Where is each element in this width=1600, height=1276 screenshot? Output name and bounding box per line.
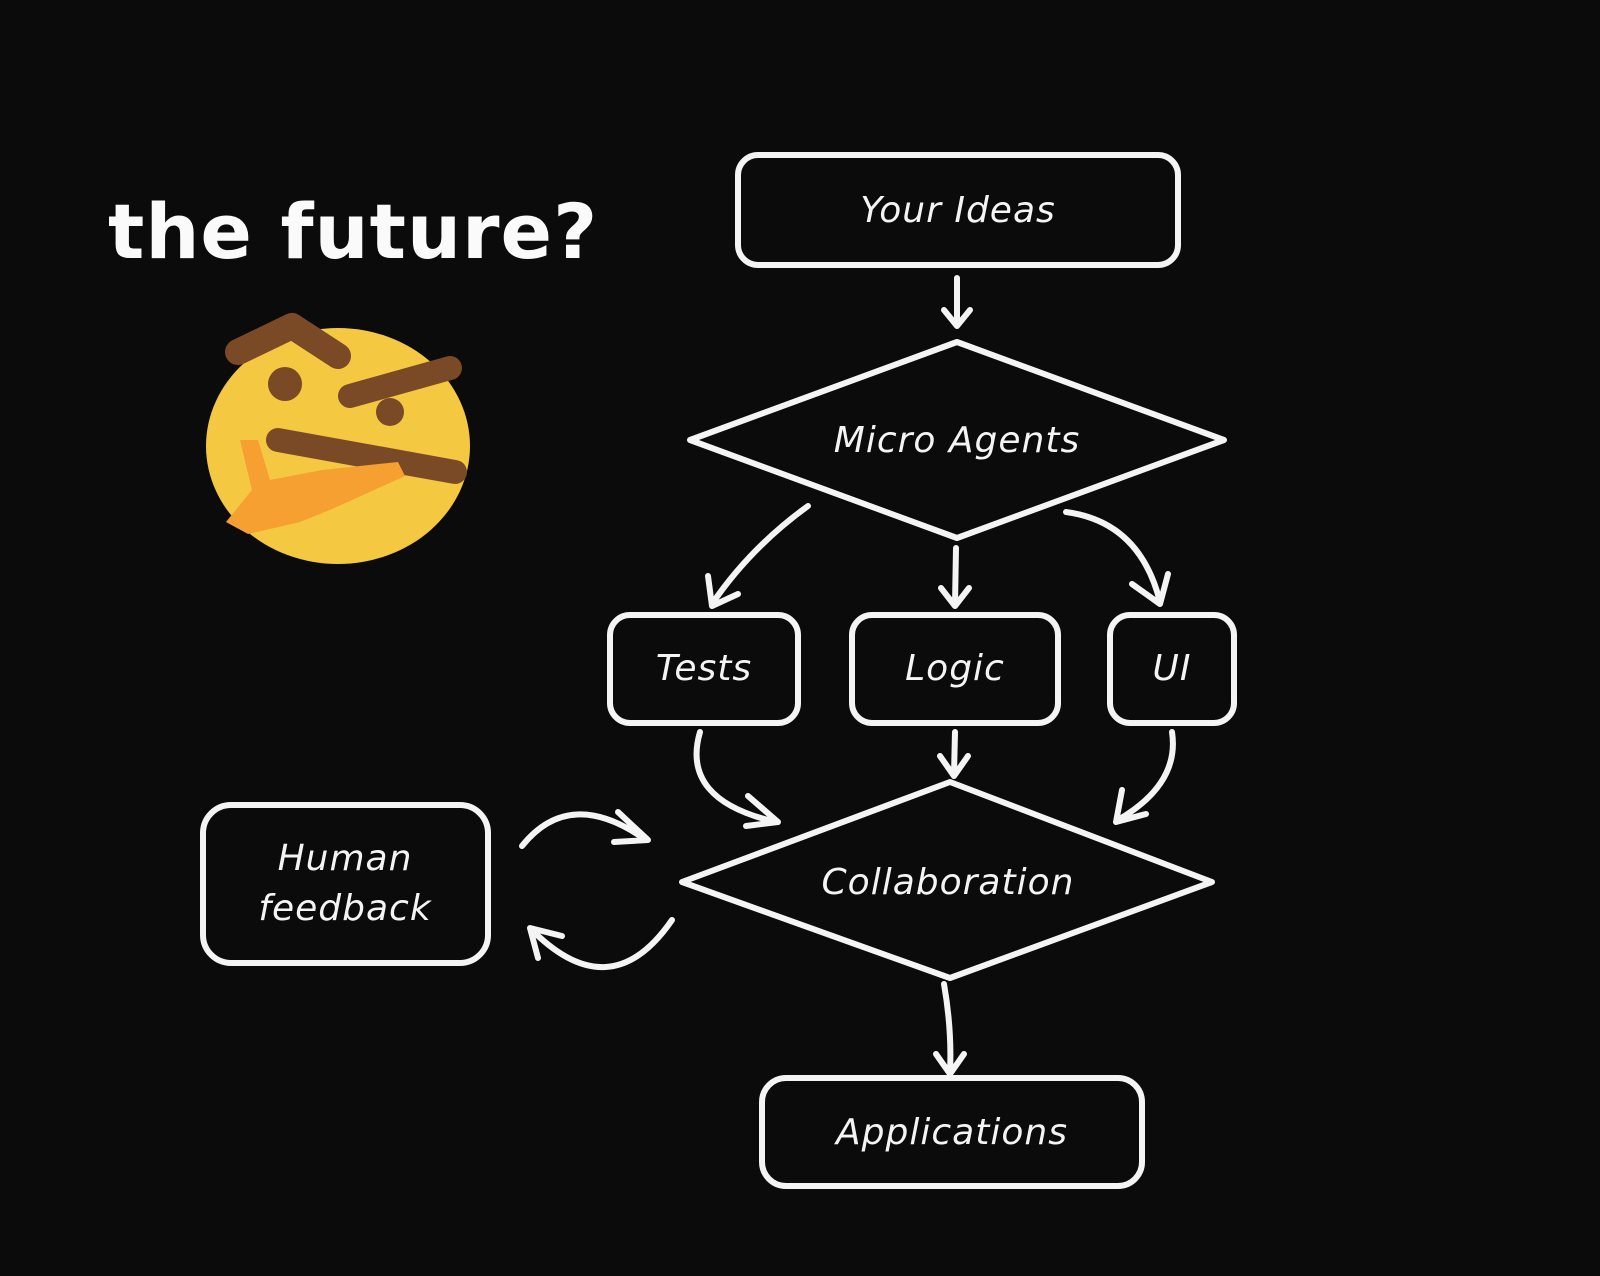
arrow-agents-to-ui xyxy=(1063,509,1171,607)
node-label: Your Ideas xyxy=(860,190,1056,231)
node-label: Micro Agents xyxy=(834,420,1080,461)
node-label: Tests xyxy=(656,648,752,689)
node-label: Applications xyxy=(834,1112,1068,1153)
arrow-tests-to-collab xyxy=(693,729,781,829)
node-your-ideas: Your Ideas xyxy=(735,152,1181,268)
arrow-human-to-collab xyxy=(519,809,651,849)
arrow-ui-to-collab xyxy=(1113,729,1176,825)
node-applications: Applications xyxy=(759,1075,1145,1189)
arrow-logic-to-collab xyxy=(937,729,971,779)
node-label: feedback xyxy=(258,888,433,929)
headline: the future? xyxy=(108,187,598,276)
arrow-collab-to-apps xyxy=(933,981,967,1077)
node-label: Human xyxy=(278,838,413,879)
arrow-agents-to-tests xyxy=(705,503,811,609)
arrow-collab-to-human xyxy=(527,917,675,971)
thinking-face-icon xyxy=(206,313,470,564)
node-label: Collaboration xyxy=(822,862,1075,903)
node-label: UI xyxy=(1153,648,1192,689)
arrow-agents-to-logic xyxy=(938,545,972,609)
node-logic: Logic xyxy=(849,612,1061,726)
node-human-feedback: Human feedback xyxy=(200,802,491,966)
node-tests: Tests xyxy=(607,612,801,726)
node-ui: UI xyxy=(1107,612,1237,726)
arrow-ideas-to-agents xyxy=(941,275,973,329)
node-collaboration: Collaboration xyxy=(679,779,1215,981)
flow-arrows xyxy=(519,275,1176,1077)
node-label: Logic xyxy=(905,648,1005,689)
node-micro-agents: Micro Agents xyxy=(687,339,1227,541)
